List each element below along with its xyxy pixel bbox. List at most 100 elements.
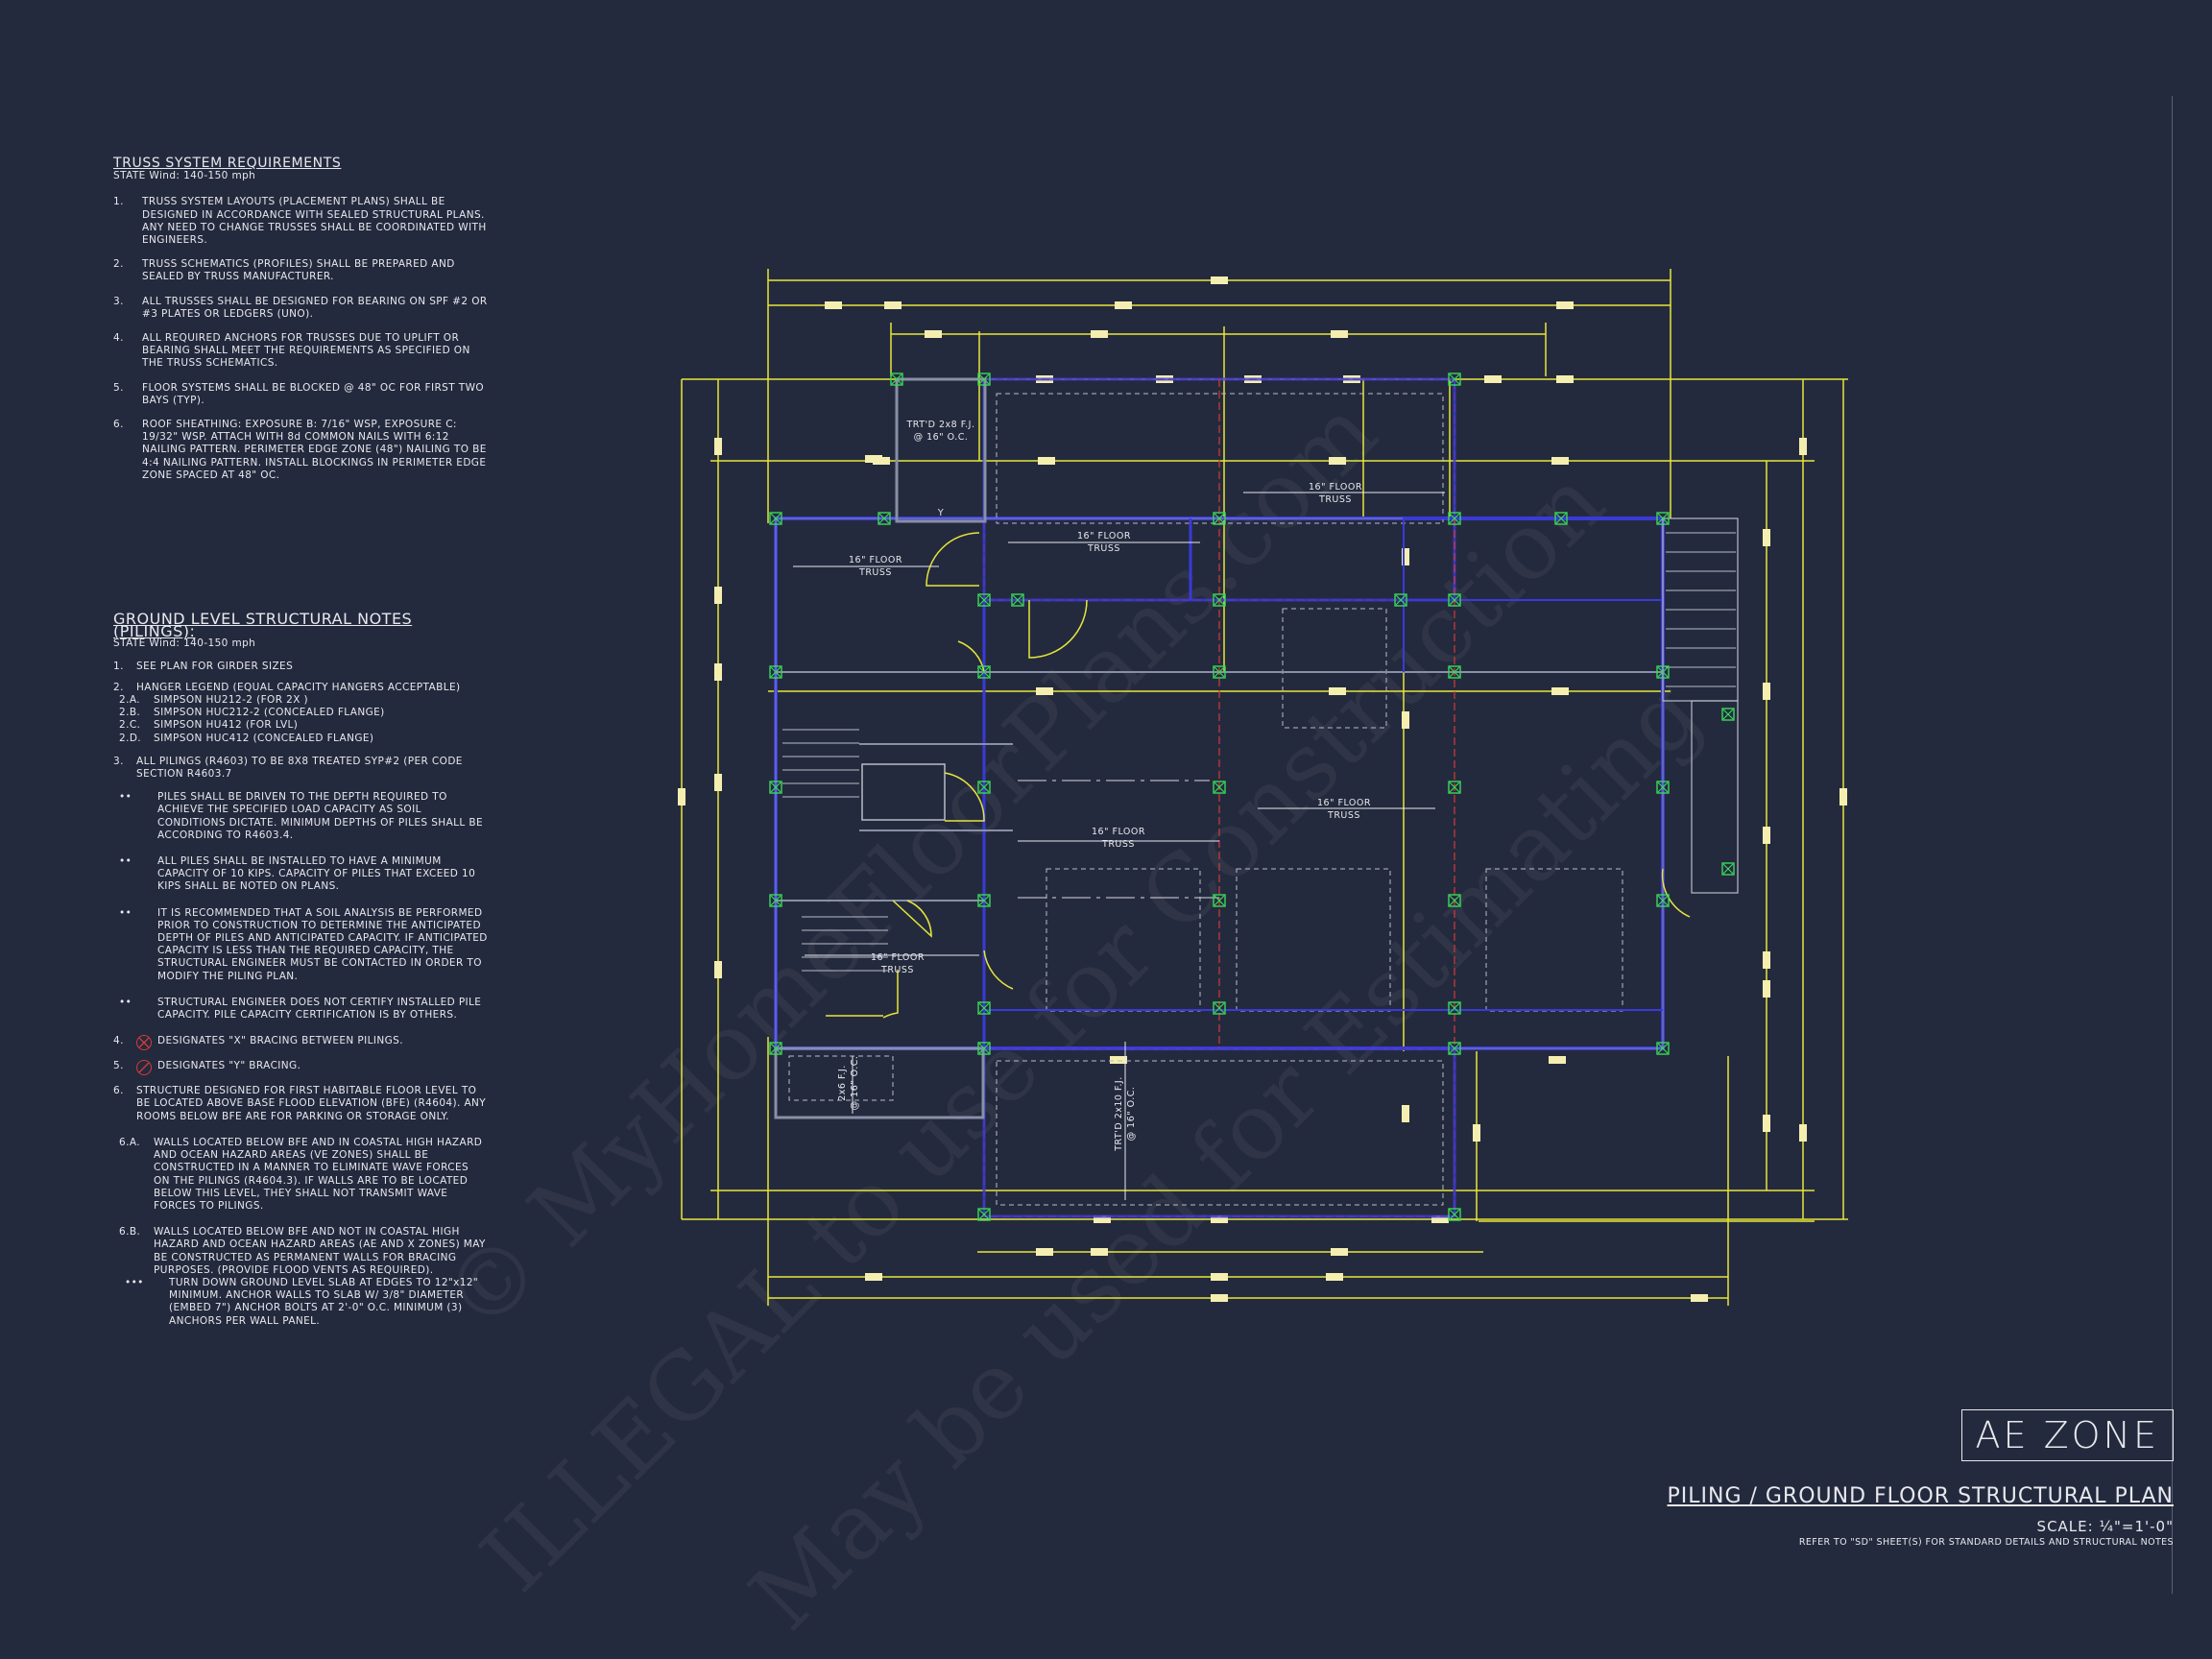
note-text: FLOOR SYSTEMS SHALL BE BLOCKED @ 48" OC … — [142, 381, 485, 406]
dimension-tag — [714, 587, 722, 604]
interior-dashed — [996, 1060, 1444, 1206]
plan-labels: 16" FLOOR TRUSS 16" FLOOR TRUSS 16" FLOO… — [837, 420, 1370, 1152]
exterior-walls — [774, 377, 1739, 1218]
y-bracing-mark: Y — [937, 508, 944, 518]
piling-box — [1656, 1042, 1670, 1055]
piling — [1721, 862, 1735, 876]
door-swing — [1661, 868, 1691, 918]
x-bracing-icon — [136, 1035, 152, 1051]
piling-x — [978, 781, 990, 793]
piling — [1213, 894, 1226, 907]
dimension-tag — [825, 301, 842, 309]
ground-note: ••STRUCTURAL ENGINEER DOES NOT CERTIFY I… — [113, 997, 488, 1022]
piling-x — [1449, 373, 1460, 385]
piling-box — [1448, 1001, 1461, 1015]
ground-note: 2.A.SIMPSON HU212-2 (FOR 2X ) — [113, 694, 488, 707]
dimension-tag — [1402, 711, 1409, 729]
truss-label: TRUSS — [1101, 839, 1135, 850]
note-number: 2. — [113, 681, 124, 693]
ground-note: ••IT IS RECOMMENDED THAT A SOIL ANALYSIS… — [113, 907, 488, 983]
piling-x — [1449, 666, 1460, 678]
dimension-tag — [1763, 683, 1770, 700]
piling — [1448, 1208, 1461, 1221]
dimension-tag — [1331, 330, 1348, 338]
piling-x — [1449, 1209, 1460, 1220]
piling-x — [1214, 513, 1225, 524]
rotated-joist-label: TRT'D 2x10 F.J. @ 16" O.C. — [1114, 1076, 1137, 1152]
ground-note: 5.DESIGNATES "Y" BRACING. — [113, 1060, 488, 1076]
dimension-tag — [865, 1273, 882, 1281]
truss-label: TRUSS — [880, 965, 914, 975]
piling-box — [1554, 512, 1568, 525]
piling-x — [978, 594, 990, 606]
note-bullet: •• — [119, 791, 132, 804]
piling-box — [1448, 1208, 1461, 1221]
piling — [1656, 781, 1670, 794]
truss-arrows — [793, 492, 1445, 1200]
zone-label: AE ZONE — [1960, 1409, 2174, 1461]
note-text: TURN DOWN GROUND LEVEL SLAB AT EDGES TO … — [169, 1276, 479, 1327]
dimension-tag — [714, 438, 722, 455]
ground-note: 2.D. SIMPSON HUC412 (CONCEALED FLANGE) — [113, 733, 488, 745]
piling — [1448, 665, 1461, 679]
dimension-lines — [681, 269, 1848, 1306]
sheet-scale: SCALE: ¼"=1'-0" — [2036, 1518, 2174, 1535]
piling-x — [1214, 594, 1225, 606]
piling-x — [770, 666, 781, 678]
slab-area — [1282, 608, 1387, 729]
ground-note: 2.HANGER LEGEND (EQUAL CAPACITY HANGERS … — [113, 682, 488, 694]
dimension-tag — [1110, 1056, 1127, 1064]
piling — [769, 781, 782, 794]
note-number: 2.A. — [119, 694, 140, 707]
truss-label: 16" FLOOR — [1309, 482, 1362, 493]
piling-box — [1721, 708, 1735, 721]
piling-box — [1656, 665, 1670, 679]
truss-note: 2.TRUSS SCHEMATICS (PROFILES) SHALL BE P… — [113, 258, 488, 283]
dimension-tag — [1763, 980, 1770, 998]
piling-x — [978, 373, 990, 385]
truss-note: 6.ROOF SHEATHING: EXPOSURE B: 7/16" WSP,… — [113, 419, 488, 482]
piling-x — [770, 513, 781, 524]
piling — [1448, 373, 1461, 386]
stair-treads — [782, 532, 1736, 972]
piling-x — [1722, 709, 1734, 720]
piling-box — [1394, 593, 1407, 607]
piling-x — [1214, 781, 1225, 793]
piling-box — [977, 665, 991, 679]
truss-notes: TRUSS SYSTEM REQUIREMENTS STATE Wind: 14… — [113, 156, 488, 493]
note-number: 5. — [113, 1060, 124, 1072]
note-number: 2.D. — [119, 732, 142, 744]
piling-box — [1448, 665, 1461, 679]
truss-note: 3.ALL TRUSSES SHALL BE DESIGNED FOR BEAR… — [113, 296, 488, 321]
dimension-tag — [1036, 687, 1053, 695]
piling — [1213, 665, 1226, 679]
dimension-tag — [1211, 1294, 1228, 1302]
piling-box — [1448, 373, 1461, 386]
piling — [1656, 665, 1670, 679]
ground-notes: GROUND LEVEL STRUCTURAL NOTES (PILINGS):… — [113, 611, 488, 1336]
piling-box — [977, 781, 991, 794]
dimension-tag — [714, 961, 722, 978]
note-text: DESIGNATES "X" BRACING BETWEEN PILINGS. — [157, 1035, 403, 1047]
dimension-tag — [1556, 375, 1574, 383]
pilings — [769, 373, 1735, 1221]
dimension-tag — [714, 663, 722, 681]
note-text: SIMPSON HUC412 (CONCEALED FLANGE) — [154, 732, 374, 744]
piling-x — [1657, 781, 1669, 793]
piling-box — [1721, 862, 1735, 876]
note-text: PILES SHALL BE DRIVEN TO THE DEPTH REQUI… — [157, 791, 484, 841]
piling — [1656, 512, 1670, 525]
piling-box — [878, 512, 891, 525]
interior-dashed — [788, 1055, 894, 1101]
dimension-tag — [1329, 457, 1346, 465]
slab-area — [1485, 868, 1623, 1012]
room-wall — [774, 1046, 985, 1119]
note-number: 6. — [113, 419, 124, 431]
piling-x — [770, 895, 781, 906]
note-text: SIMPSON HUC212-2 (CONCEALED FLANGE) — [154, 707, 385, 719]
note-number: 3. — [113, 295, 124, 307]
note-number: 2.C. — [119, 719, 141, 732]
ground-note: 2.C.SIMPSON HU412 (FOR LVL) — [113, 719, 488, 732]
piling-x — [978, 1043, 990, 1054]
ground-note: 3.ALL PILINGS (R4603) TO BE 8X8 TREATED … — [113, 756, 488, 781]
